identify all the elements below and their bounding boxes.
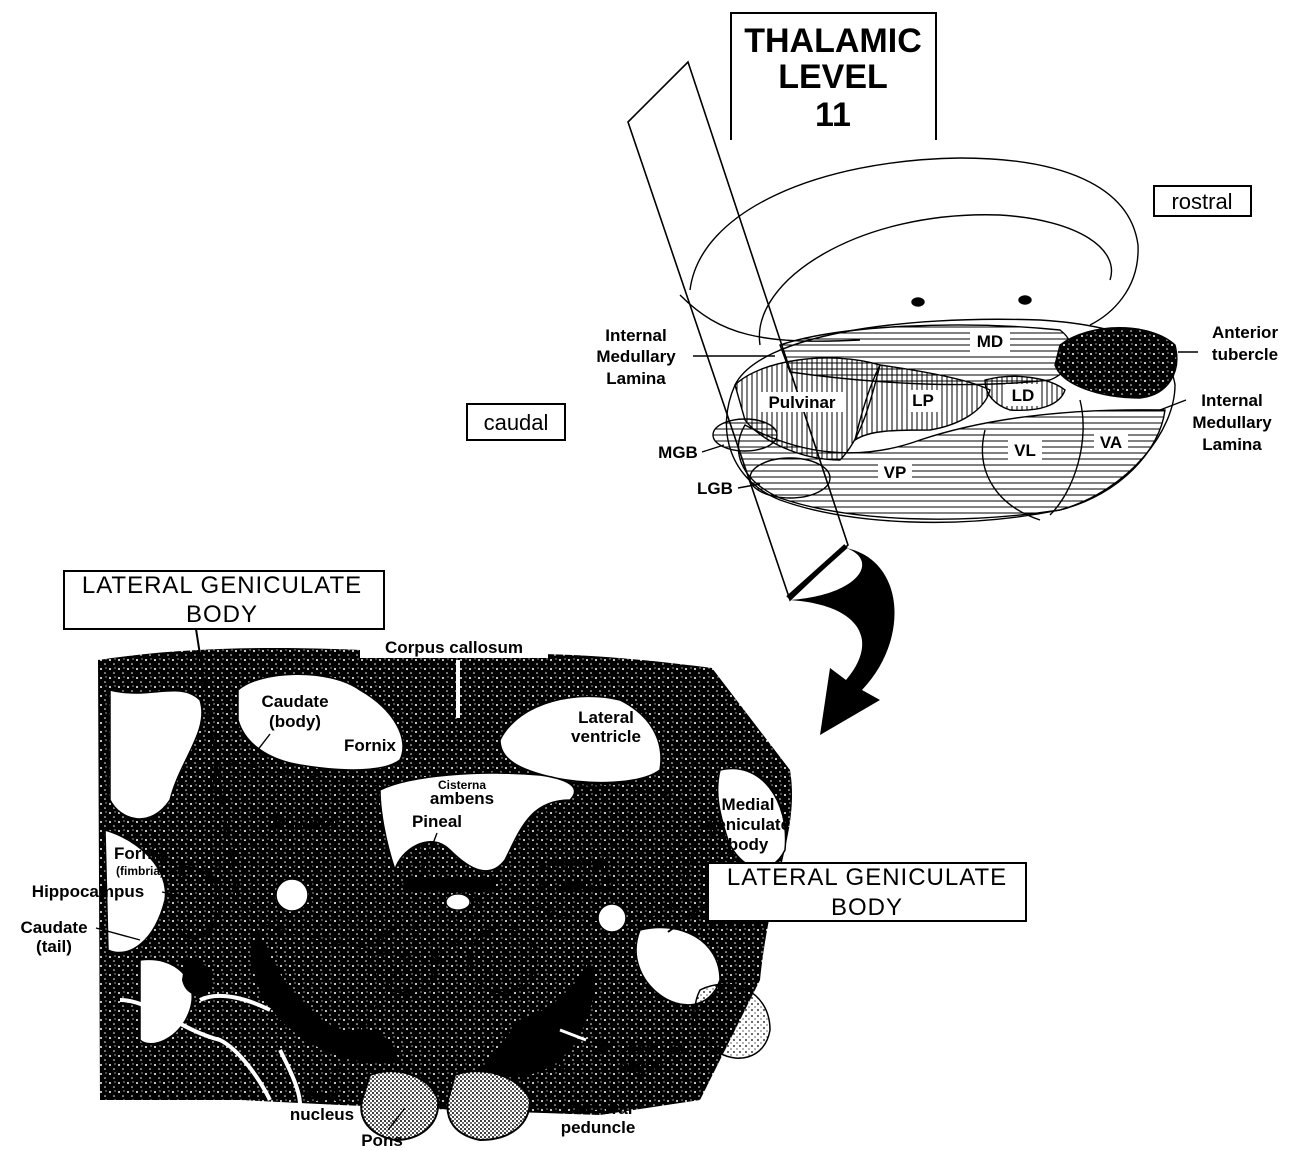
mgb-label: MGB xyxy=(658,443,698,462)
corpus-callosum-label: Corpus callosum xyxy=(385,638,523,657)
anterior-tubercle-line-2: tubercle xyxy=(1212,345,1278,364)
vl-label: VL xyxy=(1014,441,1036,460)
cerebral-peduncle-line-1: Cerebral xyxy=(564,1099,633,1118)
lgb-box-right: LATERAL GENICULATE BODY xyxy=(668,863,1026,932)
cerebral-aqueduct-line-1: Cerebral xyxy=(540,855,609,874)
red-nucleus-right xyxy=(470,927,536,993)
fornix-fimbria-line-1: Fornix xyxy=(114,844,166,863)
pons-label: Pons xyxy=(361,1131,403,1150)
lgb-bump xyxy=(750,458,830,498)
pineal-label: Pineal xyxy=(412,812,462,831)
lgb-box-top-line-1: LATERAL GENICULATE xyxy=(82,572,362,599)
caudate-tail-line-1: Caudate xyxy=(20,918,87,937)
mgb-line-1: Medial xyxy=(722,795,775,814)
rostral-label: rostral xyxy=(1171,189,1232,214)
vp-label: VP xyxy=(884,463,907,482)
iml-right-line-1: Internal xyxy=(1201,391,1262,410)
lgb-box-top-line-2: BODY xyxy=(186,601,258,628)
mgb-bump xyxy=(713,419,777,451)
pulvinar-label: Pulvinar xyxy=(768,393,835,412)
fornix-label: Fornix xyxy=(344,736,396,755)
lateral-ventricle-line-2: ventricle xyxy=(571,727,641,746)
iml-left-line-1: Internal xyxy=(605,326,666,345)
lp-label: LP xyxy=(912,391,934,410)
iml-right-line-3: Lamina xyxy=(1202,435,1262,454)
hippocampus-label: Hippocampus xyxy=(32,882,144,901)
curved-arrow xyxy=(790,548,895,735)
anterior-tubercle-region xyxy=(1055,328,1177,398)
lgb-label: LGB xyxy=(697,479,733,498)
iml-left-line-2: Medullary xyxy=(596,347,676,366)
ld-label: LD xyxy=(1012,386,1035,405)
title-line-2: LEVEL xyxy=(778,58,888,96)
red-nucleus-line-2: nucleus xyxy=(290,1105,354,1124)
substantia-nigra-line-2: nigra xyxy=(619,1057,661,1076)
title-line-1: THALAMIC xyxy=(744,22,922,60)
title-box: THALAMIC LEVEL 11 xyxy=(731,13,936,140)
lgb-box-right-line-1: LATERAL GENICULATE xyxy=(727,864,1007,891)
md-label: MD xyxy=(977,332,1003,351)
cerebral-peduncle-line-2: peduncle xyxy=(561,1118,636,1137)
red-nucleus-line-1: Red xyxy=(306,1086,338,1105)
pulvinar-section-label: Pulvinar xyxy=(273,812,340,831)
iml-right-line-2: Medullary xyxy=(1192,413,1272,432)
substantia-nigra-line-1: Substantia xyxy=(597,1037,684,1056)
brain-section xyxy=(98,648,792,1140)
caudate-body-line-2: (body) xyxy=(269,712,321,731)
anterior-tubercle-line-1: Anterior xyxy=(1212,323,1279,342)
lgb-box-right-line-2: BODY xyxy=(831,894,903,921)
rostral-label-box: rostral xyxy=(1154,186,1251,216)
va-label: VA xyxy=(1100,433,1122,452)
caudal-label-box: caudal xyxy=(467,404,565,440)
title-line-3: 11 xyxy=(815,96,851,134)
caudate-body-line-1: Caudate xyxy=(261,692,328,711)
mgb-line-3: body xyxy=(728,835,769,854)
iml-left-line-3: Lamina xyxy=(606,369,666,388)
caudate-tail-line-2: (tail) xyxy=(36,937,72,956)
fornix-fimbria-line-2: (fimbria) xyxy=(116,864,164,878)
thalamus-sketch xyxy=(680,158,1177,522)
lateral-ventricle-line-1: Lateral xyxy=(578,708,634,727)
caudal-label: caudal xyxy=(484,410,549,435)
red-nucleus-left xyxy=(372,927,438,993)
medial-geniculate-body-section xyxy=(598,904,626,932)
cisterna-ambens-line-2: ambens xyxy=(430,789,494,808)
cerebral-aqueduct-line-2: aqueduct xyxy=(536,875,612,894)
mgb-line-2: geniculate xyxy=(706,815,790,834)
